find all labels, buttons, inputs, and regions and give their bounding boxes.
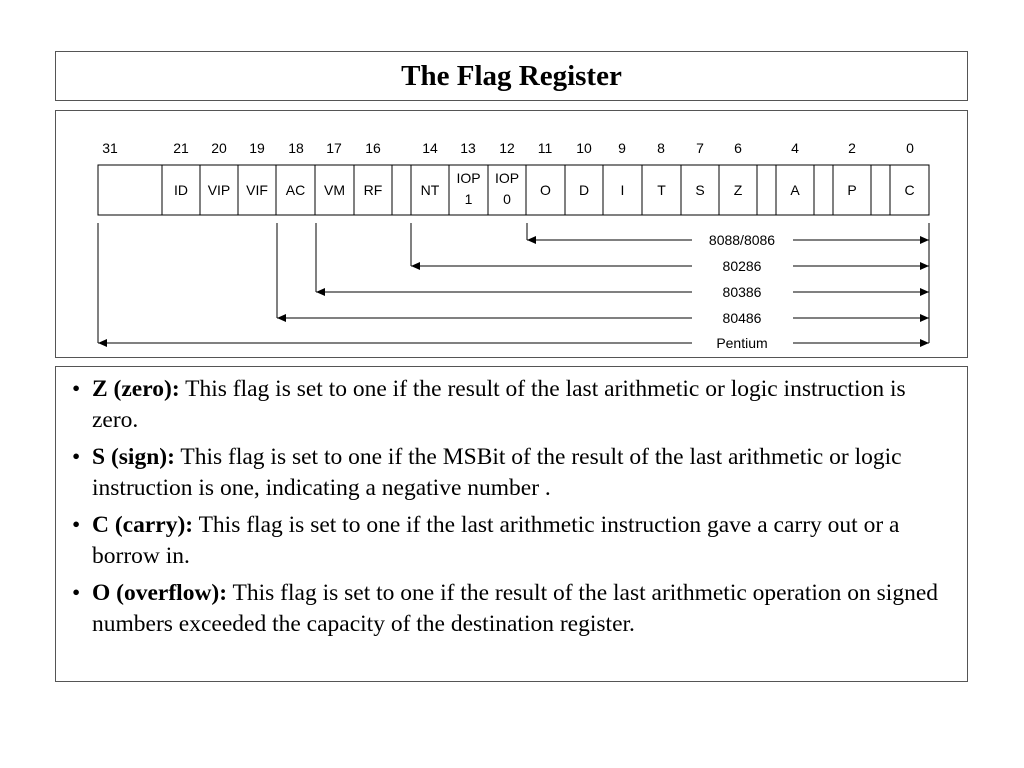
bullet-icon: • bbox=[72, 512, 81, 538]
bit-number: 12 bbox=[499, 140, 515, 156]
bit-number: 16 bbox=[365, 140, 381, 156]
note-term: S (sign): bbox=[92, 444, 175, 470]
bit-number: 11 bbox=[538, 140, 553, 156]
flag-cell-label: C bbox=[904, 182, 914, 198]
flag-cell-label: ID bbox=[174, 182, 188, 198]
note-text: This flag is set to one if the MSBit of … bbox=[92, 444, 902, 501]
flag-cell-label: D bbox=[579, 182, 589, 198]
bit-number: 31 bbox=[102, 140, 118, 156]
bit-number: 2 bbox=[848, 140, 856, 156]
flag-cell-label: A bbox=[790, 182, 800, 198]
flag-cell-label: I bbox=[621, 182, 625, 198]
bit-number: 6 bbox=[734, 140, 742, 156]
arrow-right-icon bbox=[920, 236, 929, 244]
flag-cell-label: NT bbox=[421, 182, 440, 198]
flag-cell-label: O bbox=[540, 182, 551, 198]
processor-label: Pentium bbox=[716, 335, 767, 351]
flag-cell-label: 0 bbox=[503, 191, 511, 207]
processor-label: 80486 bbox=[723, 310, 762, 326]
note-term: O (overflow): bbox=[92, 580, 228, 606]
flag-cell-label: VM bbox=[324, 182, 345, 198]
bullet-icon: • bbox=[72, 444, 81, 470]
flag-cell-label: T bbox=[657, 182, 666, 198]
bit-number: 8 bbox=[657, 140, 665, 156]
arrow-left-icon bbox=[316, 288, 325, 296]
note-zero: • Z (zero): This flag is set to one if th… bbox=[70, 374, 955, 436]
flag-cell-label: 1 bbox=[465, 191, 473, 207]
flag-cell-label: IOP bbox=[456, 170, 480, 186]
flag-cell-label: P bbox=[847, 182, 856, 198]
bullet-icon: • bbox=[72, 580, 81, 606]
flag-cell-label: AC bbox=[286, 182, 305, 198]
page-title: The Flag Register bbox=[401, 59, 622, 92]
register-outline bbox=[97, 164, 930, 216]
flag-cell-label: RF bbox=[364, 182, 383, 198]
bullet-icon: • bbox=[72, 376, 81, 402]
flag-cell-label: VIP bbox=[208, 182, 231, 198]
arrow-right-icon bbox=[920, 288, 929, 296]
processor-label: 80386 bbox=[723, 284, 762, 300]
bit-number: 21 bbox=[173, 140, 189, 156]
processor-label: 8088/8086 bbox=[709, 232, 775, 248]
bit-number: 9 bbox=[618, 140, 626, 156]
bit-number: 7 bbox=[696, 140, 704, 156]
bit-number: 18 bbox=[288, 140, 304, 156]
note-term: Z (zero): bbox=[92, 376, 180, 402]
title-box: The Flag Register bbox=[55, 51, 968, 101]
bit-number: 14 bbox=[422, 140, 438, 156]
bit-number: 19 bbox=[249, 140, 265, 156]
bit-number: 20 bbox=[211, 140, 227, 156]
note-carry: • C (carry): This flag is set to one if t… bbox=[70, 510, 955, 572]
bit-number: 10 bbox=[576, 140, 592, 156]
arrow-left-icon bbox=[411, 262, 420, 270]
flag-cell-label: Z bbox=[734, 182, 743, 198]
arrow-left-icon bbox=[277, 314, 286, 322]
arrow-right-icon bbox=[920, 314, 929, 322]
flag-notes: • Z (zero): This flag is set to one if th… bbox=[55, 366, 968, 682]
bit-number: 4 bbox=[791, 140, 799, 156]
arrow-right-icon bbox=[920, 262, 929, 270]
note-overflow: • O (overflow): This flag is set to one i… bbox=[70, 578, 955, 640]
note-sign: • S (sign): This flag is set to one if th… bbox=[70, 442, 955, 504]
bit-number: 0 bbox=[906, 140, 914, 156]
note-text: This flag is set to one if the result of… bbox=[92, 580, 939, 637]
flag-cell-label: S bbox=[695, 182, 704, 198]
note-text: This flag is set to one if the result of… bbox=[92, 376, 906, 433]
flag-cell-label: IOP bbox=[495, 170, 519, 186]
note-term: C (carry): bbox=[92, 512, 194, 538]
processor-label: 80286 bbox=[723, 258, 762, 274]
arrow-left-icon bbox=[98, 339, 107, 347]
flag-cell-label: VIF bbox=[246, 182, 268, 198]
arrow-left-icon bbox=[527, 236, 536, 244]
note-text: This flag is set to one if the last arit… bbox=[92, 512, 900, 569]
arrow-right-icon bbox=[920, 339, 929, 347]
bit-number: 13 bbox=[460, 140, 476, 156]
bit-number: 17 bbox=[326, 140, 342, 156]
flag-notes-list: • Z (zero): This flag is set to one if th… bbox=[56, 367, 967, 640]
